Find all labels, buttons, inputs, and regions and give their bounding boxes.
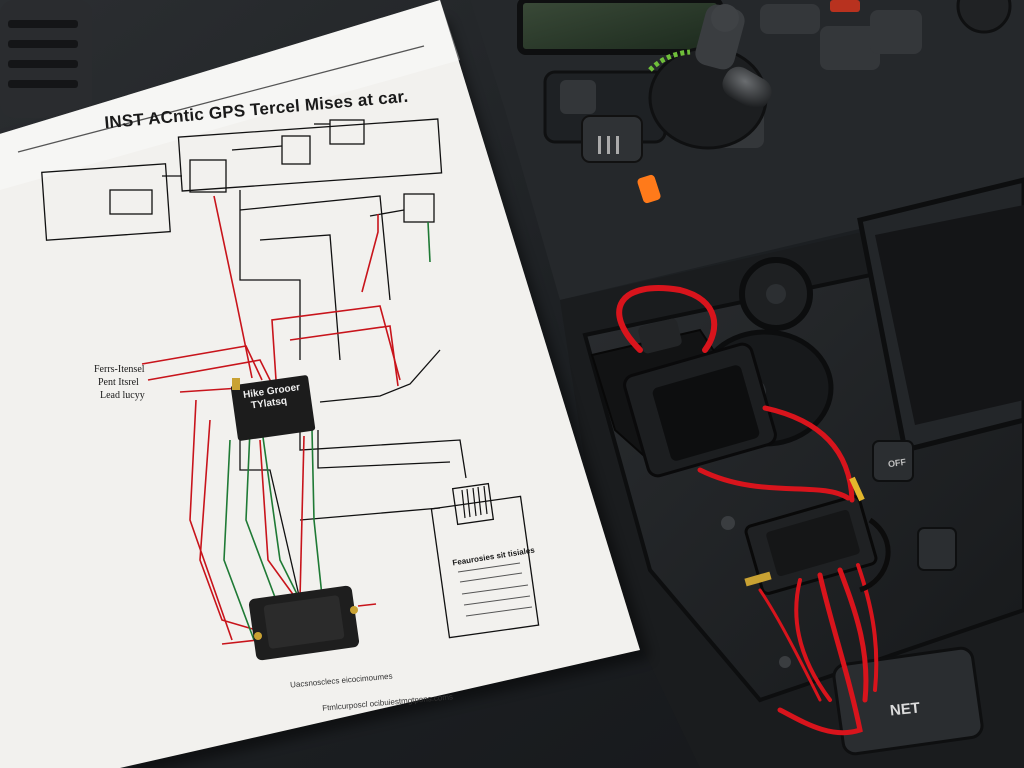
wire-label: Ferrs-Itensel	[94, 364, 145, 375]
diagram-green-wires	[223, 221, 431, 641]
wiring-diagram-paper	[0, 0, 640, 768]
diagram-lines	[17, 45, 540, 639]
switch-button	[870, 10, 922, 54]
panel-button	[872, 440, 914, 482]
gear-shifter	[648, 4, 772, 150]
dash-button-label: NET	[889, 699, 921, 720]
wire-label: Pent Itsrel	[98, 377, 139, 388]
red-wiring	[616, 285, 879, 736]
diagram-relay-module	[248, 585, 360, 661]
diagram-red-wires	[141, 195, 401, 645]
switch-button	[760, 4, 820, 34]
dial-knob	[956, 0, 1012, 34]
black-wire	[859, 517, 891, 593]
diagram-main-module	[230, 375, 316, 441]
center-console	[470, 0, 1024, 300]
switch-button	[820, 26, 880, 70]
orange-indicator	[637, 174, 661, 204]
panel-button	[832, 646, 984, 756]
switch-button	[581, 115, 643, 163]
yellow-connector	[849, 476, 865, 502]
gps-tracker-device	[590, 318, 777, 478]
barcode-label	[461, 485, 488, 519]
panel-button	[917, 527, 957, 571]
air-vent	[0, 0, 92, 118]
notes-lines	[457, 562, 533, 617]
relay-module	[744, 495, 878, 595]
switch-button	[560, 80, 596, 114]
wire-label: Lead lucyy	[100, 390, 145, 401]
head-unit-screen	[517, 0, 723, 55]
